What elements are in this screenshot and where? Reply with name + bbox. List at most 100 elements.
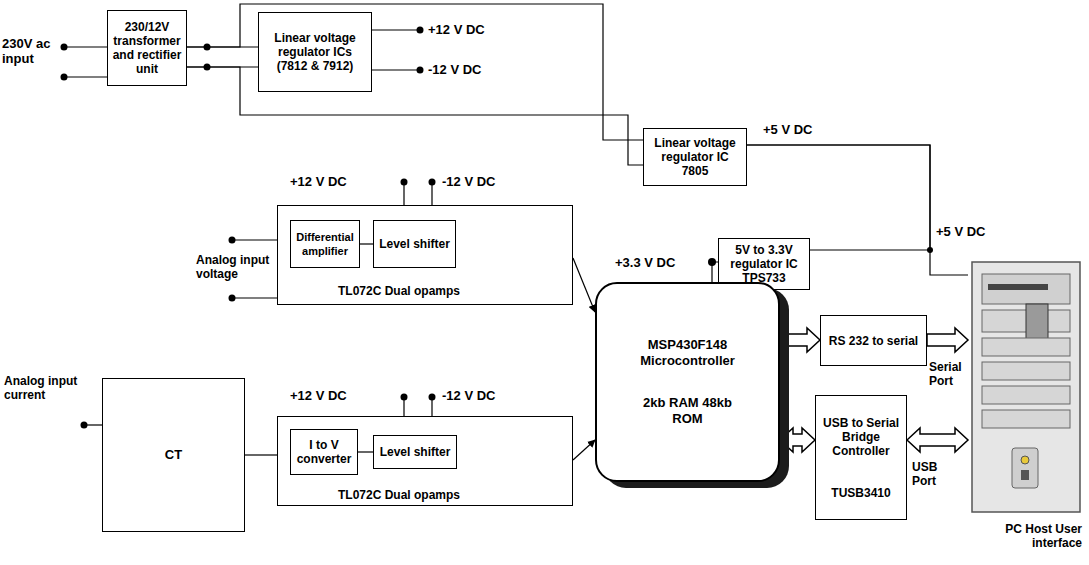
bridge-controller-box: USB to Serial Bridge ControllerTUSB3410 [815,395,907,520]
terminal-dot [229,237,236,244]
box-text: 230/12V transformer and rectifier unit [111,20,183,76]
converter-box: I to V converter [290,429,358,475]
drive-bay [982,362,1070,380]
wire [358,451,373,452]
terminal-dot [417,27,424,34]
text-group: Linear voltage regulator IC 7805 [644,136,746,178]
drive-bay [982,410,1070,428]
box-text: Linear voltage regulator IC 7805 [647,136,743,178]
pc-tower-illustration [968,258,1086,516]
junction-dot [708,258,716,266]
dc-output-wire [372,30,420,70]
terminal-dot [429,394,436,401]
wire [187,4,643,140]
text-group: 5V to 3.3V regulator IC TPS733 [719,243,809,285]
mains-input-wire [64,47,107,77]
drive-bay [982,386,1070,404]
voltage-label: +5 V DC [763,122,813,137]
box-text: CT [165,447,182,463]
terminal-dot [401,394,408,401]
voltage-label: +5 V DC [936,224,986,239]
power-panel [1012,448,1038,488]
terminal-dot [417,67,424,74]
box-text: TL072C Dual opamps [338,284,460,298]
voltage-label: +12 V DC [290,174,347,189]
tower-body [972,262,1080,512]
analog-input-wire [232,240,277,298]
opamp-group: TL072C Dual opamps I to V converter Level … [277,416,573,506]
text-group: Level shifter [374,237,455,251]
text-group: 230/12V transformer and rectifier unit [108,20,186,76]
box-text: Differential amplifier [294,230,356,258]
amplifier-box: Differential amplifier [290,220,360,268]
voltage-label: -12 V DC [428,62,481,77]
bus-arrow [780,328,820,352]
bus-arrow [927,328,968,352]
port-label: USB Port [912,460,962,488]
power-led [1021,470,1029,480]
box-text: Level shifter [380,445,451,459]
regulator-box: Linear voltage regulator IC 7805 [643,128,747,186]
drive-bay [982,274,1070,304]
bus-arrow [907,428,968,452]
voltage-label: +12 V DC [290,388,347,403]
terminal-dot [401,179,408,186]
junction-dot [204,44,211,51]
box-subtext: TUSB3410 [831,486,890,500]
wire [360,243,373,244]
signal-arrow [573,440,595,460]
supply-wire [404,397,432,416]
current-transformer-box: CT [102,378,245,532]
text-group: Level shifter [374,445,456,459]
box-text: USB to Serial Bridge Controller [819,416,903,458]
terminal-dot [61,74,68,81]
box-text: RS 232 to serial [829,334,918,348]
voltage-label: +3.3 V DC [615,255,675,270]
box-text: TL072C Dual opamps [338,488,460,502]
interface-box: RS 232 to serial [820,315,927,366]
box-text: I to V converter [294,438,354,466]
text-group: Differential amplifier [291,230,359,258]
process-box: 230/12V transformer and rectifier unit [107,10,187,86]
text-group: CT [103,447,244,463]
signal-arrow [573,258,595,312]
text-group: USB to Serial Bridge ControllerTUSB3410 [816,416,906,500]
opamp-group: TL072C Dual opamps Differential amplifier… [277,205,573,305]
pc-host: PC Host User interface [968,258,1086,558]
port-label: Serial Port [929,360,967,388]
disk-insert [1026,304,1048,342]
wire [245,454,277,455]
box-text: Level shifter [379,237,450,251]
input-label: Analog input voltage [196,253,276,281]
box-subtext: 2kb RAM 48kb ROM [635,395,740,427]
box-text: Linear voltage regulator ICs (7812 & 791… [262,31,368,73]
text-group: MSP430F148 Microcontroller 2kb RAM 48kb R… [597,337,778,427]
box-text: PC Host User interface [992,522,1082,550]
box-text: 5V to 3.3V regulator IC TPS733 [722,243,806,285]
terminal-dots [61,27,934,429]
bus-arrow [780,428,815,452]
wire [187,67,643,165]
terminal-wires [64,30,432,425]
input-label: 230V ac input [2,36,62,66]
junction-dot [927,247,933,253]
terminal-dot [81,422,88,429]
box-text: MSP430F148 Microcontroller [635,337,740,369]
microcontroller-block: MSP430F148 Microcontroller 2kb RAM 48kb R… [595,282,780,482]
terminal-dot [229,295,236,302]
terminal-dot [429,179,436,186]
voltage-label: -12 V DC [442,388,495,403]
voltage-label: +12 V DC [428,22,485,37]
level-shifter-box: Level shifter [373,435,457,469]
voltage-label: -12 V DC [442,174,495,189]
regulator-box: Linear voltage regulator ICs (7812 & 791… [258,12,372,92]
input-label: Analog input current [4,374,86,402]
text-group: RS 232 to serial [821,334,926,348]
supply-wire [404,182,432,205]
level-shifter-box: Level shifter [373,220,456,268]
drive-slot [988,284,1048,290]
terminal-dot [61,44,68,51]
junction-dot [204,64,211,71]
wire [747,145,930,250]
text-group: Linear voltage regulator ICs (7812 & 791… [259,31,371,73]
